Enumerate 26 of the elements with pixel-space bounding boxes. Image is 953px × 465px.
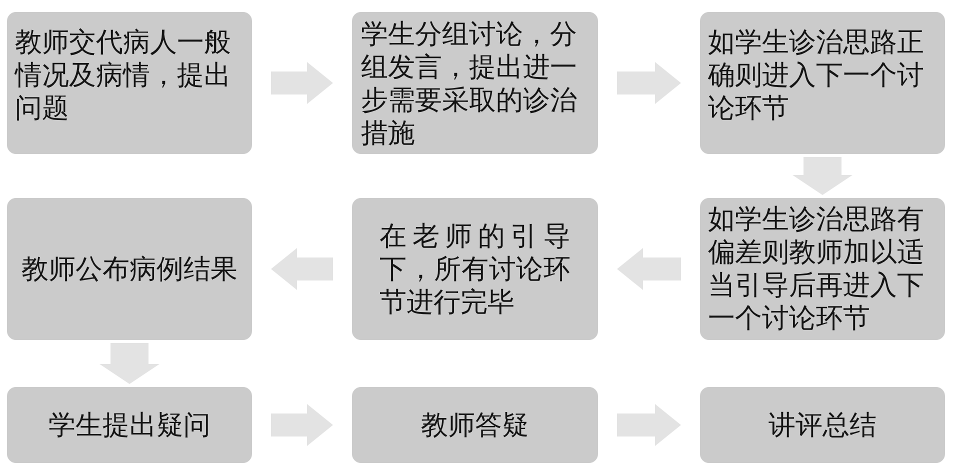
arrow — [792, 157, 852, 195]
step-text: 在老师的引导下，所有讨论环节进行完毕 — [380, 220, 570, 318]
arrow — [271, 248, 333, 290]
arrow — [271, 404, 333, 446]
arrow — [271, 62, 333, 104]
process-box — [7, 387, 252, 463]
step-text: 教师交代病人一般情况及病情，提出问题 — [15, 26, 232, 125]
arrow — [617, 62, 681, 104]
step-text: 学生提出疑问 — [48, 408, 210, 442]
step-text: 教师公布病例结果 — [22, 252, 238, 286]
step-text: 学生分组讨论，分组发言，提出进一步需要采取的诊治措施 — [361, 18, 578, 150]
process-box — [352, 387, 598, 463]
step-text: 教师答疑 — [421, 408, 529, 442]
process-box — [7, 198, 252, 340]
process-box — [700, 12, 945, 154]
arrow — [617, 248, 681, 290]
process-box — [352, 198, 598, 340]
process-box — [700, 387, 945, 463]
process-box — [352, 12, 598, 154]
step-text: 如学生诊治思路有偏差则教师加以适当引导后再进入下一个讨论环节 — [708, 203, 925, 335]
step-text: 讲评总结 — [768, 408, 876, 442]
arrow — [100, 343, 160, 384]
process-box — [700, 198, 945, 340]
process-box — [7, 12, 252, 154]
arrow — [617, 404, 681, 446]
step-text: 如学生诊治思路正确则进入下一个讨论环节 — [708, 26, 925, 125]
